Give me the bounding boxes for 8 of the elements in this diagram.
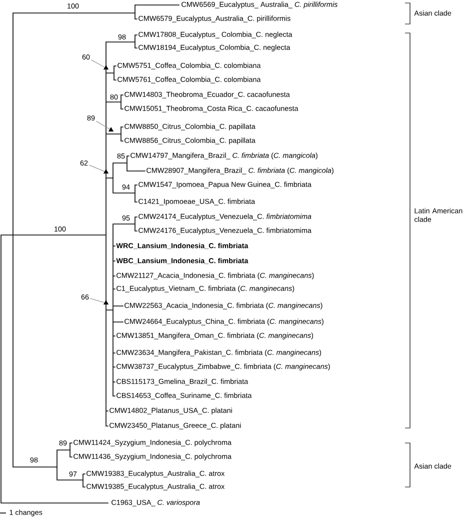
leader-line [96, 120, 110, 130]
triangle-marker [103, 65, 109, 70]
leader-line [90, 298, 105, 303]
leader-line [90, 60, 105, 68]
triangle-marker [103, 300, 109, 304]
leader-line [88, 164, 105, 172]
triangle-marker [108, 127, 114, 132]
triangle-marker [103, 169, 109, 174]
